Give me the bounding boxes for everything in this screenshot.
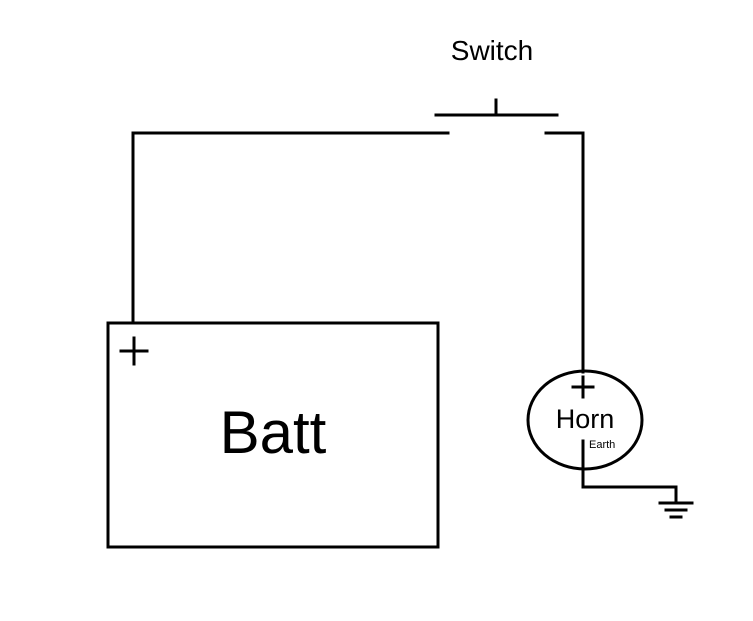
horn-positive-label: +: [0, 0, 1, 1]
horn-earth-label: Earth: [589, 439, 615, 451]
horn-circle: [526, 369, 644, 471]
battery-positive-icon: [119, 336, 149, 366]
ground-icon: [658, 501, 694, 519]
horn-label: Horn: [556, 404, 615, 434]
battery-label: Batt: [220, 399, 327, 466]
battery-box: [106, 321, 440, 549]
horn-positive-icon: [571, 375, 595, 399]
switch-symbol: [434, 98, 559, 117]
wire-battery-to-switch: [131, 131, 450, 324]
wire-switch-to-horn: [544, 131, 585, 374]
wire-horn-to-ground: [581, 439, 678, 502]
switch-label: Switch: [451, 35, 533, 66]
